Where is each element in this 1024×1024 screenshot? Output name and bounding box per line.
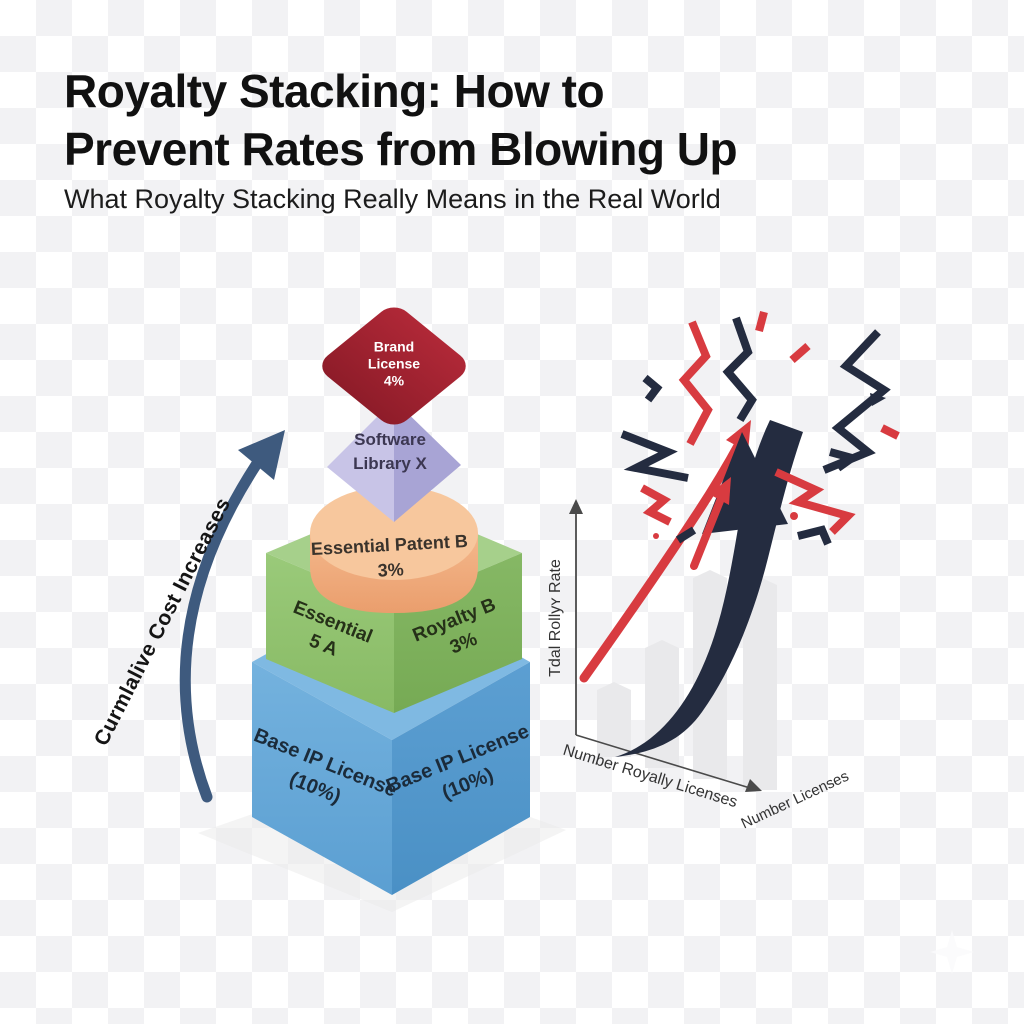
ghost-bar-4 — [743, 577, 777, 790]
x-axis-arrowhead — [745, 779, 762, 792]
explosion-red-arrowhead — [709, 477, 731, 505]
brand-license-label: Brand License 4% — [367, 338, 421, 389]
cylinder-top — [310, 486, 478, 580]
y-axis-arrowhead — [569, 499, 583, 514]
red-rate-curve — [579, 437, 745, 683]
explosion-arrow — [702, 432, 788, 534]
red-speck-1 — [790, 512, 798, 520]
navy-shards — [620, 316, 891, 546]
title-line-1: Royalty Stacking: How to — [64, 65, 605, 117]
x-axis — [575, 734, 751, 789]
sparkle — [930, 930, 974, 974]
essential-patent-b-label: Essential Patent B 3% — [310, 530, 469, 581]
ghost-bar-1 — [597, 682, 631, 757]
green-box-right-face — [394, 553, 522, 713]
green-box-left-face — [266, 553, 394, 713]
title-line-2: Prevent Rates from Blowing Up — [64, 123, 738, 175]
cumulative-cost-arrowhead — [238, 430, 285, 480]
blue-box-left-face — [252, 662, 392, 895]
cumulative-cost-arrow — [179, 459, 262, 803]
pyramid-left-face — [327, 400, 394, 522]
page-subtitle: What Royalty Stacking Really Means in th… — [64, 184, 721, 214]
brand-license-diamond — [322, 307, 466, 425]
blue-box-right-face — [392, 662, 530, 895]
page-title: Royalty Stacking: How to Prevent Rates f… — [64, 62, 738, 178]
y-axis-label: Tdal Rollyʏ Rate — [547, 559, 564, 677]
red-shards — [640, 310, 900, 535]
explosion-red-arrow-shaft — [690, 492, 726, 570]
red-speck-2 — [653, 533, 659, 539]
software-library-label: Software Library X — [353, 430, 427, 473]
navy-shard-triangle — [870, 393, 886, 406]
pyramid-right-face — [394, 400, 461, 522]
